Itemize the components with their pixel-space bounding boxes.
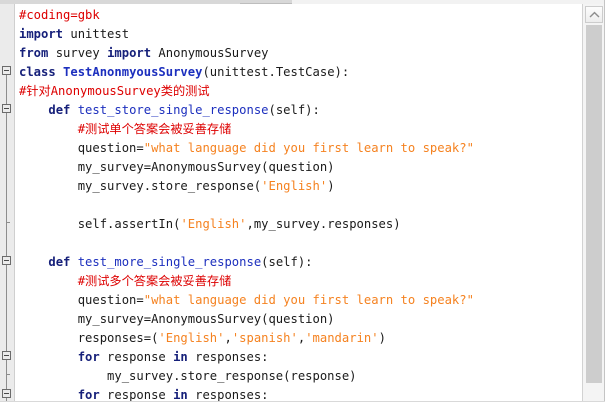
- code-token-string: 'English': [180, 217, 247, 231]
- code-token-plain: responses:: [187, 350, 269, 364]
- code-line[interactable]: [15, 234, 583, 253]
- code-token-keyword: from: [19, 46, 49, 60]
- vertical-scrollbar[interactable]: [582, 4, 605, 402]
- scrollbar-up-arrow-button[interactable]: [585, 6, 603, 23]
- window-top-strip-right: [292, 0, 605, 4]
- code-line[interactable]: [15, 196, 583, 215]
- code-token-keyword: in: [173, 350, 188, 364]
- chevron-up-icon: [589, 11, 600, 19]
- code-token-string: 'English': [261, 179, 328, 193]
- scrollbar-thumb[interactable]: [586, 25, 602, 383]
- code-token-keyword: def: [48, 103, 71, 117]
- code-token-plain: (self):: [261, 255, 313, 269]
- code-token-plain: ,my_survey.responses): [246, 217, 401, 231]
- fold-collapse-box[interactable]: [2, 256, 11, 265]
- code-line[interactable]: import unittest: [15, 25, 583, 44]
- code-token-plain: [19, 350, 78, 364]
- code-token-string: "what language did you first learn to sp…: [143, 141, 474, 155]
- code-token-plain: question=: [19, 141, 144, 155]
- code-line[interactable]: def test_store_single_response(self):: [15, 101, 583, 120]
- code-line[interactable]: #coding=gbk: [15, 6, 583, 25]
- code-token-plain: ): [327, 179, 335, 193]
- code-token-comment: #测试多个答案会被妥善存储: [77, 274, 232, 288]
- fold-collapse-box[interactable]: [2, 389, 11, 398]
- code-token-defname: test_store_single_response: [77, 103, 269, 117]
- code-token-plain: [70, 255, 77, 269]
- fold-collapse-box[interactable]: [2, 351, 11, 360]
- code-token-string: 'English': [158, 331, 225, 345]
- code-token-plain: my_survey.store_response(response): [19, 369, 357, 383]
- code-token-plain: survey: [48, 46, 108, 60]
- code-token-keyword: import: [19, 27, 64, 41]
- code-token-comment: #测试单个答案会被妥善存储: [77, 122, 232, 136]
- code-token-classname: TestAnonmyousSurvey: [63, 65, 203, 79]
- code-token-plain: my_survey.store_response(: [19, 179, 262, 193]
- window-top-strip-seam: [240, 3, 292, 4]
- code-line[interactable]: #针对AnonymousSurvey类的测试: [15, 82, 583, 101]
- code-token-string: 'spanish': [231, 331, 298, 345]
- code-token-comment: #针对AnonymousSurvey类的测试: [19, 84, 210, 98]
- code-line[interactable]: self.assertIn('English',my_survey.respon…: [15, 215, 583, 234]
- code-line[interactable]: my_survey.store_response(response): [15, 367, 583, 386]
- fold-block-tick-marker: [6, 222, 10, 223]
- code-line[interactable]: def test_more_single_response(self):: [15, 253, 583, 272]
- code-token-plain: [56, 65, 63, 79]
- code-line[interactable]: my_survey=AnonymousSurvey(question): [15, 158, 583, 177]
- code-token-plain: [70, 103, 77, 117]
- fold-guide-line: [6, 72, 7, 402]
- code-token-string: 'mandarin': [305, 331, 379, 345]
- code-line[interactable]: question="what language did you first le…: [15, 139, 583, 158]
- code-token-plain: (self):: [268, 103, 320, 117]
- code-token-keyword: in: [173, 388, 188, 402]
- code-fold-gutter[interactable]: [0, 4, 15, 402]
- code-line[interactable]: from survey import AnonymousSurvey: [15, 44, 583, 63]
- code-token-plain: AnonymousSurvey: [151, 46, 269, 60]
- code-token-plain: [19, 255, 48, 269]
- code-token-plain: (unittest.TestCase):: [202, 65, 350, 79]
- code-token-plain: response: [99, 388, 174, 402]
- code-token-plain: my_survey=AnonymousSurvey(question): [19, 160, 335, 174]
- code-line[interactable]: responses=('English','spanish','mandarin…: [15, 329, 583, 348]
- code-token-keyword: for: [77, 350, 100, 364]
- code-line[interactable]: class TestAnonmyousSurvey(unittest.TestC…: [15, 63, 583, 82]
- code-token-keyword: for: [77, 388, 100, 402]
- code-token-plain: my_survey=AnonymousSurvey(question): [19, 312, 335, 326]
- code-token-defname: test_more_single_response: [77, 255, 262, 269]
- code-token-plain: question=: [19, 293, 144, 307]
- code-token-plain: responses=(: [19, 331, 159, 345]
- code-token-plain: unittest: [63, 27, 130, 41]
- code-line[interactable]: #测试单个答案会被妥善存储: [15, 120, 583, 139]
- scrollbar-track-bottom[interactable]: [586, 386, 602, 402]
- code-token-plain: ): [378, 331, 386, 345]
- fold-collapse-box[interactable]: [2, 104, 11, 113]
- fold-block-tick-marker: [6, 374, 10, 375]
- code-token-keyword: class: [19, 65, 56, 79]
- code-line[interactable]: for response in responses:: [15, 386, 583, 402]
- code-token-plain: ,: [224, 331, 232, 345]
- code-token-plain: response: [99, 350, 174, 364]
- fold-collapse-box[interactable]: [2, 66, 11, 75]
- code-token-plain: [19, 274, 78, 288]
- code-token-plain: [19, 388, 78, 402]
- code-line[interactable]: my_survey=AnonymousSurvey(question): [15, 310, 583, 329]
- code-token-keyword: def: [48, 255, 71, 269]
- code-line[interactable]: for response in responses:: [15, 348, 583, 367]
- code-token-plain: responses:: [187, 388, 269, 402]
- code-line[interactable]: my_survey.store_response('English'): [15, 177, 583, 196]
- code-token-comment: #coding=gbk: [19, 8, 100, 22]
- code-token-keyword: import: [107, 46, 152, 60]
- code-line[interactable]: question="what language did you first le…: [15, 291, 583, 310]
- code-token-plain: self.assertIn(: [19, 217, 181, 231]
- code-token-plain: [19, 122, 78, 136]
- code-token-string: "what language did you first learn to sp…: [143, 293, 474, 307]
- code-line[interactable]: #测试多个答案会被妥善存储: [15, 272, 583, 291]
- code-token-plain: [19, 103, 48, 117]
- code-token-plain: ,: [297, 331, 306, 345]
